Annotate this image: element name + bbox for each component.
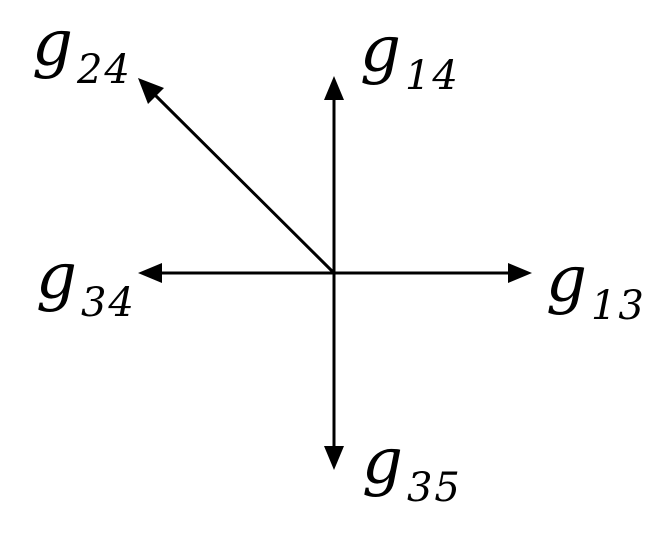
arrow-g34-head [138,263,162,283]
label-g35-symbol: g [362,425,403,499]
label-g13-subscript: 13 [590,283,646,329]
arrow-g24-shaft [150,90,336,275]
label-g24-subscript: 24 [76,47,132,93]
label-g34-subscript: 34 [80,280,136,326]
label-g24-symbol: g [32,7,73,81]
arrow-g35-head [324,446,344,470]
arrow-g14-head [324,76,344,100]
label-g14-symbol: g [360,13,401,87]
arrow-g24-head [138,78,164,104]
arrow-g13-head [508,263,532,283]
label-g34-symbol: g [36,240,77,314]
label-g35-subscript: 35 [406,465,462,511]
label-g14-subscript: 14 [404,53,460,99]
label-g13-symbol: g [546,243,587,317]
